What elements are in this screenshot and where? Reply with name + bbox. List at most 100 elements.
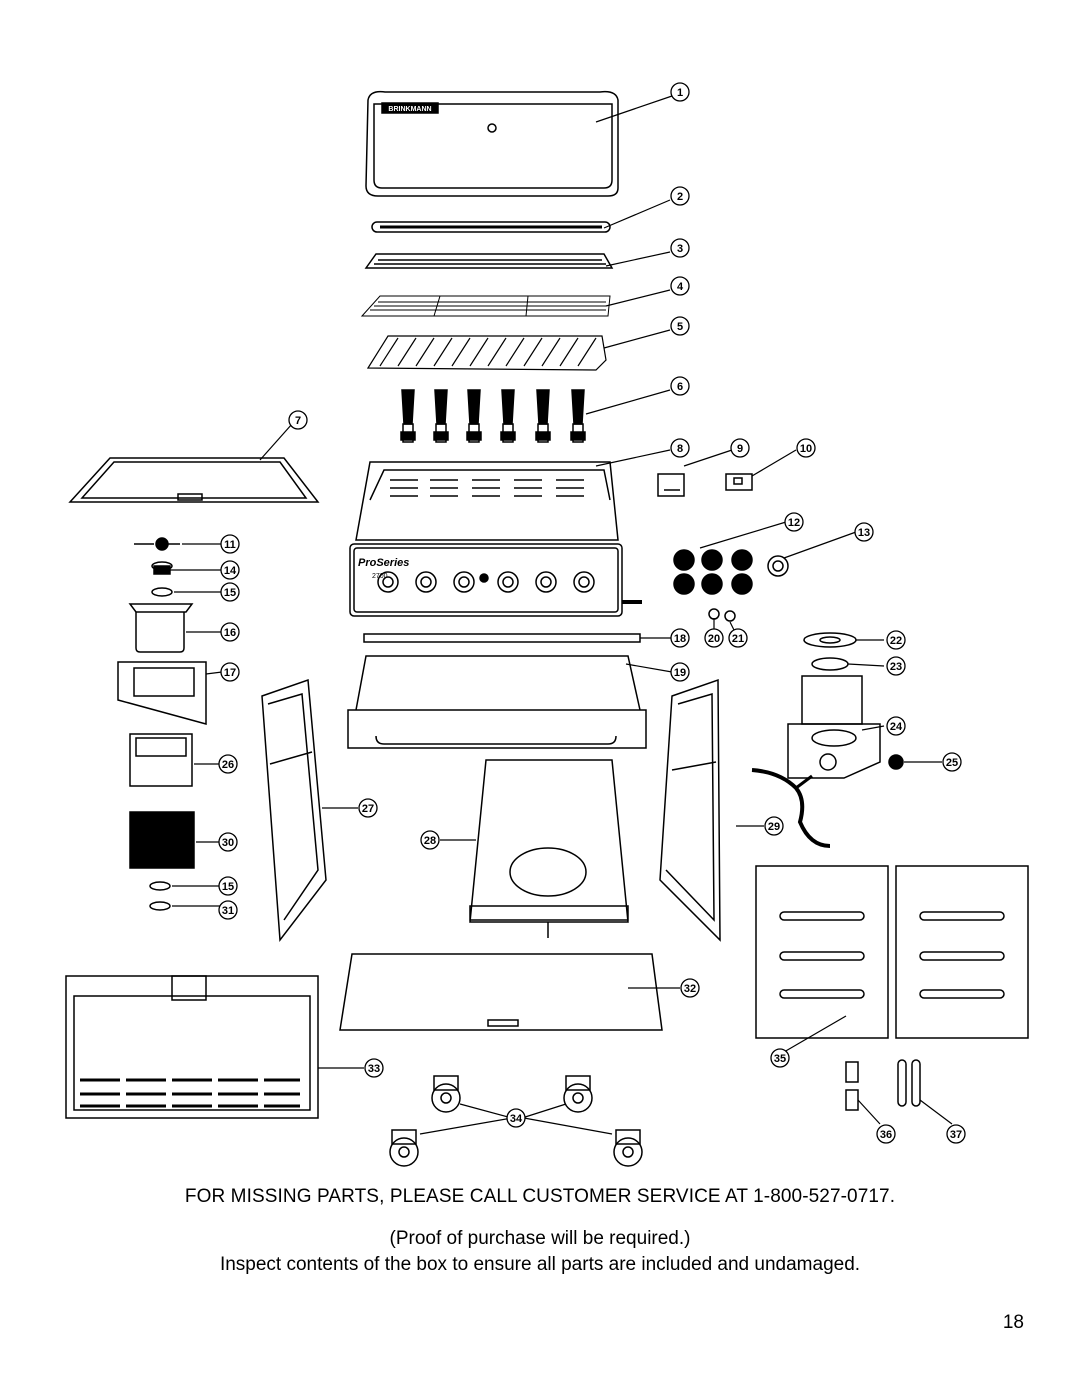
part-item-20 (708, 608, 720, 620)
svg-text:3: 3 (677, 243, 683, 255)
svg-text:25: 25 (946, 757, 958, 769)
part-side-shelf (68, 457, 320, 503)
callout-16: 16 (220, 622, 240, 642)
callout-leaders (170, 95, 953, 1135)
callout-8: 8 (670, 438, 690, 458)
part-back-panel (65, 975, 319, 1119)
part-ring-31 (149, 901, 171, 911)
callout-31: 31 (218, 900, 238, 920)
svg-text:16: 16 (224, 627, 236, 639)
callout-30: 30 (218, 832, 238, 852)
callout-3: 3 (670, 238, 690, 258)
callout-7: 7 (288, 410, 308, 430)
part-ring-15 (151, 587, 173, 597)
svg-text:8: 8 (677, 443, 683, 455)
part-ignitor (134, 537, 180, 551)
callout-37: 37 (946, 1124, 966, 1144)
part-grease-tray (347, 655, 647, 749)
svg-text:14: 14 (224, 565, 237, 577)
callout-4: 4 (670, 276, 690, 296)
svg-text:4: 4 (677, 281, 684, 293)
page-number: 18 (1002, 1312, 1024, 1333)
svg-text:11: 11 (224, 539, 236, 551)
svg-text:33: 33 (368, 1063, 380, 1075)
part-cooking-grid (360, 295, 611, 317)
svg-text:13: 13 (858, 527, 870, 539)
part-side-housing (117, 661, 207, 725)
hood-brand-label: BRINKMANN (388, 106, 431, 113)
svg-text:30: 30 (222, 837, 234, 849)
callout-21: 21 (728, 628, 748, 648)
callout-29: 29 (764, 816, 784, 836)
callout-23: 23 (886, 656, 906, 676)
callout-24: 24 (886, 716, 906, 736)
part-hinges (845, 1061, 859, 1111)
callout-9: 9 (730, 438, 750, 458)
callout-17: 17 (220, 662, 240, 682)
svg-text:37: 37 (950, 1129, 962, 1141)
svg-text:7: 7 (295, 415, 301, 427)
svg-text:2: 2 (677, 191, 683, 203)
callout-6: 6 (670, 376, 690, 396)
callout-19: 19 (670, 662, 690, 682)
callout-22: 22 (886, 630, 906, 650)
callout-14: 14 (220, 560, 240, 580)
svg-text:35: 35 (774, 1053, 786, 1065)
callout-27: 27 (358, 798, 378, 818)
callout-33: 33 (364, 1058, 384, 1078)
console-brand-label: ProSeries (358, 557, 409, 569)
part-hood: BRINKMANN (365, 90, 619, 197)
callout-1: 1 (670, 82, 690, 102)
part-burners (400, 389, 586, 443)
missing-parts-notice: FOR MISSING PARTS, PLEASE CALL CUSTOMER … (184, 1186, 896, 1207)
svg-text:18: 18 (674, 633, 686, 645)
svg-text:26: 26 (222, 759, 234, 771)
part-flame-tamer (366, 335, 607, 371)
svg-text:22: 22 (890, 635, 902, 647)
callout-badges: 1 2 3 4 5 6 7 8 9 10 11 12 13 14 15 16 1… (218, 82, 966, 1144)
part-warming-bar (371, 221, 611, 233)
part-bracket-10 (725, 473, 753, 491)
svg-text:6: 6 (677, 381, 683, 393)
part-hose (751, 768, 831, 848)
svg-text:28: 28 (424, 835, 436, 847)
inspect-contents-note: Inspect contents of the box to ensure al… (219, 1254, 861, 1275)
callout-26: 26 (218, 754, 238, 774)
part-bottom-shelf (469, 759, 629, 938)
callout-12: 12 (784, 512, 804, 532)
callout-20: 20 (704, 628, 724, 648)
callout-13: 13 (854, 522, 874, 542)
exploded-parts-diagram: BRINKMANN (65, 82, 1029, 1167)
callout-10: 10 (796, 438, 816, 458)
svg-text:32: 32 (684, 983, 696, 995)
part-container (129, 733, 193, 787)
callout-32: 32 (680, 978, 700, 998)
part-item-21 (724, 610, 736, 622)
svg-text:27: 27 (362, 803, 374, 815)
part-bracket-9 (657, 473, 685, 497)
svg-text:12: 12 (788, 517, 800, 529)
part-black-basket (129, 811, 195, 869)
part-nut (151, 561, 173, 575)
part-left-side-panel (261, 678, 327, 943)
svg-text:9: 9 (737, 443, 743, 455)
callout-15: 15 (220, 582, 240, 602)
svg-text:15: 15 (224, 587, 236, 599)
part-thermometer (767, 555, 789, 577)
callout-5: 5 (670, 316, 690, 336)
part-knobs (673, 549, 753, 595)
part-right-side-panel (659, 678, 721, 942)
svg-text:1: 1 (677, 87, 683, 99)
callout-18: 18 (670, 628, 690, 648)
callout-35: 35 (770, 1048, 790, 1068)
part-doors (755, 865, 1029, 1039)
svg-text:23: 23 (890, 661, 902, 673)
callout-2: 2 (670, 186, 690, 206)
svg-text:5: 5 (677, 321, 683, 333)
svg-text:36: 36 (880, 1129, 892, 1141)
svg-text:20: 20 (708, 633, 720, 645)
part-grill-body: ProSeries 2700 (349, 461, 642, 617)
callout-25: 25 (942, 752, 962, 772)
part-ring-15b (149, 881, 171, 891)
svg-text:19: 19 (674, 667, 686, 679)
